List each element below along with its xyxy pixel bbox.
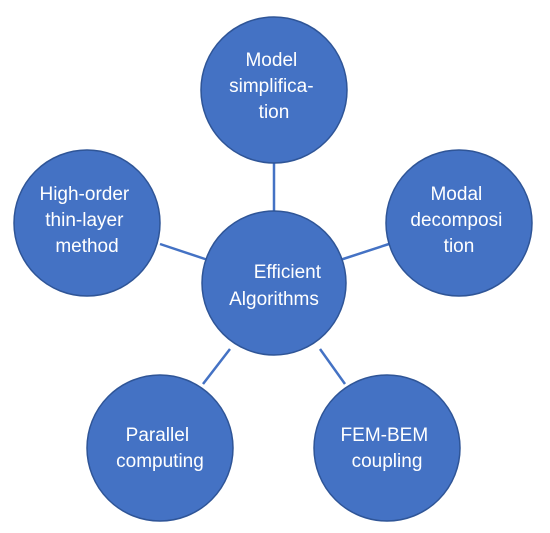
- node-model-simplification-label: Model simplifica- tion: [229, 50, 319, 123]
- center-node-label: Efficient Algorithms: [229, 262, 326, 310]
- node-model-simplification: Model simplifica- tion: [200, 16, 348, 164]
- center-node: Efficient Algorithms: [201, 210, 347, 356]
- node-fem-bem-coupling-label: FEM-BEM coupling: [341, 425, 434, 472]
- node-parallel-computing: Parallel computing: [86, 374, 234, 522]
- node-modal-decomposition: Modal decomposi tion: [385, 149, 533, 297]
- node-parallel-computing-label: Parallel computing: [116, 425, 204, 472]
- connector-modal-decomposition: [339, 242, 390, 262]
- node-modal-decomposition-label: Modal decomposi tion: [410, 184, 507, 257]
- connector-fem-bem-coupling: [318, 348, 347, 385]
- node-high-order-thin-layer-method-label: High-order thin-layer method: [39, 184, 134, 257]
- connector-parallel-computing: [202, 348, 231, 385]
- node-fem-bem-coupling: FEM-BEM coupling: [313, 374, 461, 522]
- node-high-order-thin-layer-method: High-order thin-layer method: [13, 149, 161, 297]
- connector-high-order-thin-layer-method: [159, 242, 209, 262]
